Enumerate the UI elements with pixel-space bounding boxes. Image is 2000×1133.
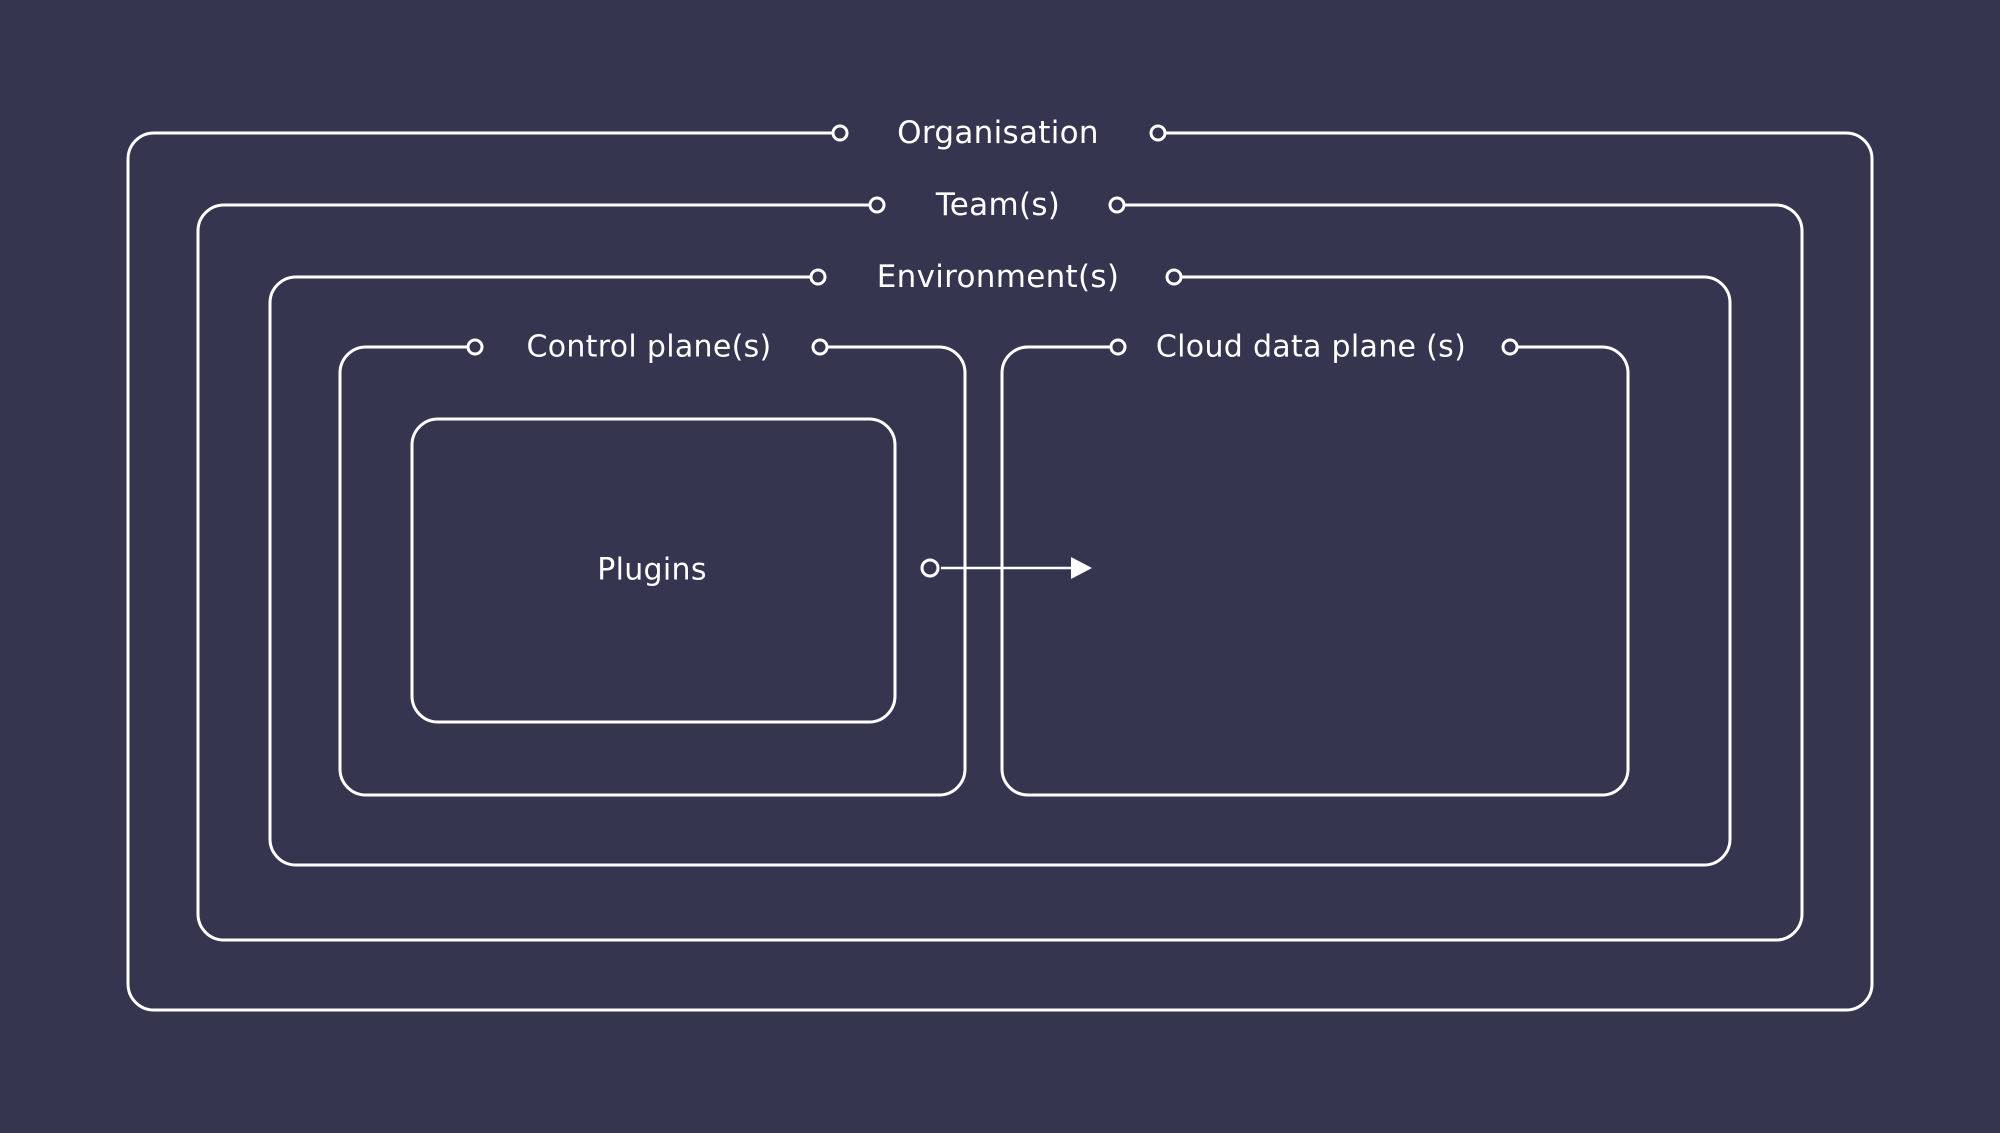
control-plane-label: Control plane(s) [526,329,772,365]
flow-arrow-head-icon [1071,557,1092,579]
plugins-label: Plugins [597,552,707,588]
control-plane-box [338,345,967,797]
cloud-data-plane-box [1000,345,1630,797]
organisation-box [126,131,1874,1012]
environments-connector-left-circle [809,268,827,286]
cloud-data-plane-label: Cloud data plane (s) [1155,329,1467,365]
teams-box [196,203,1804,942]
environments-box [268,275,1732,867]
organisation-label: Organisation [897,115,1099,151]
cloud-data-plane-connector-right-circle [1501,338,1519,356]
teams-label: Team(s) [935,187,1061,223]
control-plane-connector-left-circle [466,338,484,356]
plugins-box [410,417,897,724]
teams-connector-left-circle [868,196,886,214]
organisation-connector-left-circle [831,124,849,142]
organisation-connector-right-circle [1149,124,1167,142]
cloud-data-plane-connector-left-circle [1109,338,1127,356]
control-plane-connector-right-circle [811,338,829,356]
environments-connector-right-circle [1165,268,1183,286]
flow-source-circle [920,558,940,578]
environments-label: Environment(s) [876,259,1120,295]
teams-connector-right-circle [1108,196,1126,214]
